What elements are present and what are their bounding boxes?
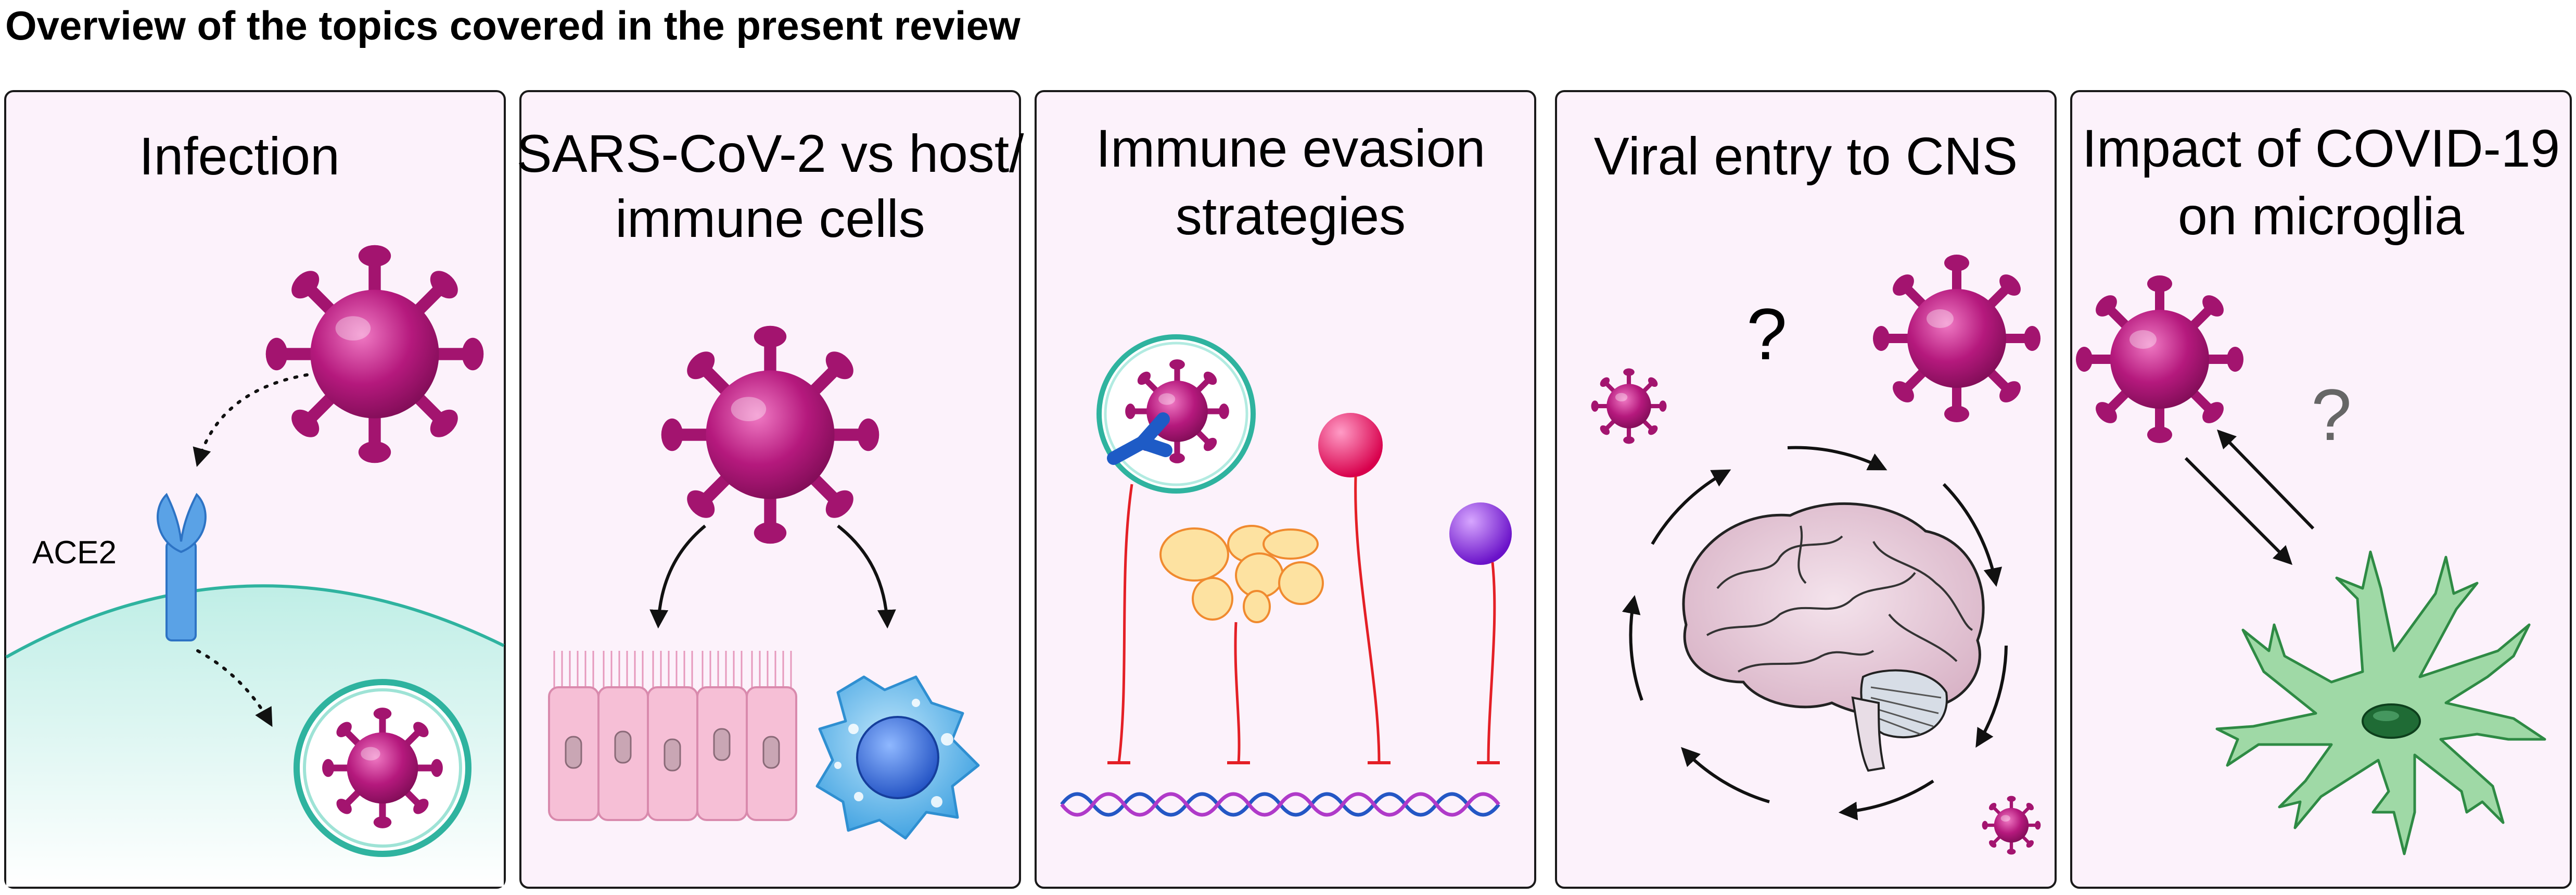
figure-title: Overview of the topics covered in the pr… (5, 3, 1021, 48)
panel-host-immune: SARS-CoV-2 vs host/ immune cells (516, 90, 1024, 889)
panel-title-evasion-line1: Immune evasion (1096, 119, 1485, 178)
epithelial-cells-icon (548, 651, 797, 821)
panel-title-microglia-line2: on microglia (2178, 186, 2464, 246)
panel-title-evasion-line2: strategies (1176, 186, 1406, 246)
arrow-icon (837, 524, 896, 629)
panel-title-infection: Infection (139, 127, 340, 186)
antibody-icon (1107, 412, 1172, 465)
cycle-arrows (1622, 446, 2008, 821)
panel-cns-entry: Viral entry to CNS ? (1555, 90, 2057, 889)
panel-title-cns-entry: Viral entry to CNS (1594, 127, 2018, 186)
panel-immune-evasion: Immune evasion strategies (1035, 90, 1536, 889)
question-mark: ? (1746, 293, 1787, 375)
virus-icon (661, 325, 879, 544)
virus-icon (1873, 255, 2041, 422)
dna-helix-icon (1060, 792, 1500, 817)
ace2-receptor-icon (157, 493, 207, 641)
panel-microglia: Impact of COVID-19 on microglia ? (2070, 90, 2572, 889)
viral-protein-icon (1318, 413, 1383, 477)
panel-title-host-immune-line1: SARS-CoV-2 vs host/ (516, 124, 1024, 183)
arrow-icon (2216, 429, 2315, 530)
arrow-icon (196, 649, 273, 727)
virus-icon (2076, 275, 2243, 443)
microglia-icon (2215, 550, 2546, 855)
panel-infection: Infection ACE2 (4, 90, 506, 889)
panel-title-microglia-line1: Impact of COVID-19 (2082, 119, 2560, 178)
macrophage-icon (815, 675, 980, 840)
virus-icon (1982, 796, 2041, 855)
ace2-label: ACE2 (32, 535, 117, 571)
inhibition-line (1117, 484, 1133, 763)
question-mark: ? (2311, 374, 2352, 456)
arrow-icon (193, 373, 309, 467)
viral-protein-icon (1449, 502, 1512, 565)
protein-cluster-icon (1159, 525, 1324, 623)
virus-icon (322, 708, 443, 828)
panel-title-host-immune-line2: immune cells (615, 189, 925, 248)
brain-icon (1682, 502, 1985, 772)
virus-icon (265, 245, 484, 463)
arrow-icon (649, 524, 706, 629)
arrow-icon (2184, 457, 2293, 565)
virus-icon (1591, 368, 1667, 444)
